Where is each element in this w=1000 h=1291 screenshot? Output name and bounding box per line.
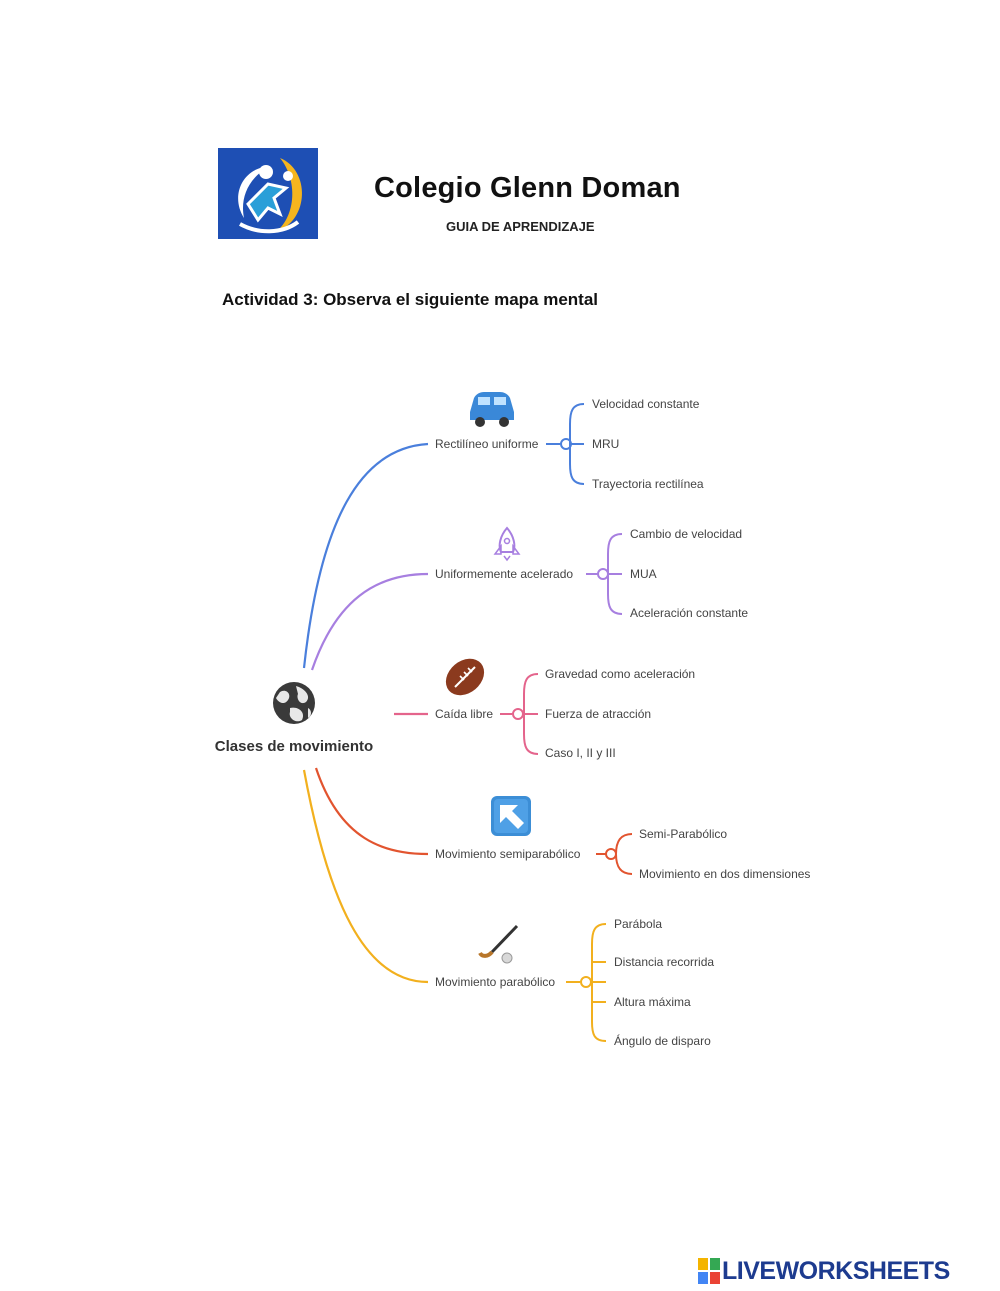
sub-item: Parábola xyxy=(614,917,662,931)
sub-item: MUA xyxy=(630,567,657,581)
car-icon xyxy=(470,392,514,427)
arrow-up-left-icon xyxy=(491,796,531,836)
center-node-label: Clases de movimiento xyxy=(215,738,373,755)
sub-item: Fuerza de atracción xyxy=(545,707,651,721)
branch-caida-libre: Caída libre Gravedad como aceleración Fu… xyxy=(435,658,695,760)
branch-movimiento-semiparabolico: Movimiento semiparabólico Semi-Parabólic… xyxy=(435,796,810,881)
globe-icon xyxy=(273,682,315,724)
sub-item: Gravedad como aceleración xyxy=(545,667,695,681)
branch-label: Caída libre xyxy=(435,707,493,721)
sub-item: Movimiento en dos dimensiones xyxy=(639,867,810,881)
sub-item: Semi-Parabólico xyxy=(639,827,727,841)
sub-item: Distancia recorrida xyxy=(614,955,714,969)
school-name: Colegio Glenn Doman xyxy=(374,172,681,204)
branch-connector-1 xyxy=(302,442,429,669)
sub-item: Trayectoria rectilínea xyxy=(592,477,704,491)
branch-label: Movimiento semiparabólico xyxy=(435,847,581,861)
liveworksheets-branding: LIVEWORKSHEETS xyxy=(698,1256,950,1286)
branch-connector-4 xyxy=(314,767,429,856)
sub-item: Caso I, II y III xyxy=(545,746,616,760)
branch-label: Uniformemente acelerado xyxy=(435,567,573,581)
sub-item: Cambio de velocidad xyxy=(630,527,742,541)
rocket-icon xyxy=(493,526,521,562)
football-icon xyxy=(445,658,485,696)
branch-movimiento-parabolico: Movimiento parabólico Parábola Distancia… xyxy=(435,917,714,1048)
liveworksheets-logo-icon xyxy=(698,1258,720,1284)
branch-label: Movimiento parabólico xyxy=(435,975,555,989)
sub-item: Ángulo de disparo xyxy=(614,1033,711,1048)
hockey-stick-icon xyxy=(478,924,519,964)
sub-item: Aceleración constante xyxy=(630,606,748,620)
branch-connector-5 xyxy=(302,769,429,984)
activity-title: Actividad 3: Observa el siguiente mapa m… xyxy=(222,290,599,309)
brand-name: LIVEWORKSHEETS xyxy=(722,1256,950,1285)
branch-rectilineo-uniforme: Rectilíneo uniforme Velocidad constante … xyxy=(435,392,704,491)
guide-subtitle: GUIA DE APRENDIZAJE xyxy=(446,219,595,234)
sub-item: Altura máxima xyxy=(614,995,691,1009)
center-node: Clases de movimiento xyxy=(215,682,373,755)
branch-label: Rectilíneo uniforme xyxy=(435,437,539,451)
school-logo-icon xyxy=(218,148,318,239)
sub-item: Velocidad constante xyxy=(592,397,700,411)
sub-item: MRU xyxy=(592,437,619,451)
branch-connector-2 xyxy=(310,572,429,671)
branch-uniformemente-acelerado: Uniformemente acelerado Cambio de veloci… xyxy=(435,526,748,620)
